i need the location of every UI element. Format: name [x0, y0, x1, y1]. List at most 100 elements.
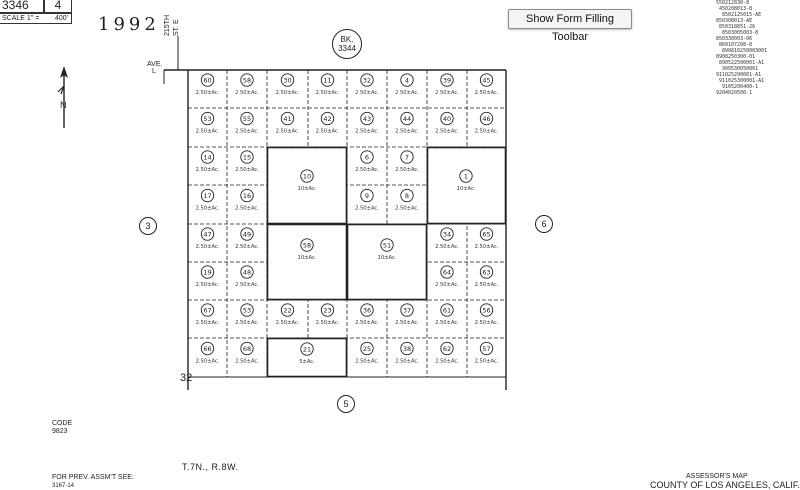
parcel-number: 44	[403, 115, 411, 123]
parcel-number: 41	[283, 115, 291, 123]
parcel-number-circle	[200, 227, 215, 241]
parcel: 192.50±Ac.	[196, 265, 220, 288]
large-parcel-area	[347, 224, 427, 300]
parcel-number-circle	[240, 111, 254, 126]
parcel-acreage: 2.50±Ac.	[355, 167, 379, 173]
parcel-number: 11	[323, 76, 331, 84]
parcel-number: 34	[443, 230, 451, 238]
parcel-number: 65	[482, 230, 490, 238]
adjacent-map-south: 5	[337, 395, 355, 413]
book-label: BK.	[340, 35, 354, 44]
parcel-number: 60	[203, 76, 211, 84]
parcel-number: 58	[243, 76, 251, 84]
parcel-number-circle	[200, 303, 215, 317]
parcel-number: 55	[243, 115, 251, 123]
north-label: N	[60, 100, 67, 110]
map-number: 3346	[2, 0, 29, 12]
parcel: 622.50±Ac.	[435, 341, 459, 365]
change-log-entry: 890522500001-A1	[719, 60, 765, 66]
parcel-number: 40	[443, 115, 451, 123]
change-log-entry: 9204020500-1	[716, 90, 753, 96]
parcel-number: 39	[443, 76, 451, 84]
parcel-acreage: 2.50±Ac.	[435, 244, 459, 250]
parcel-number-circle	[300, 342, 314, 356]
parcel: 432.50±Ac.	[355, 111, 379, 135]
scale-cell: SCALE 1" = 400'	[0, 13, 72, 24]
parcel-number: 30	[283, 76, 291, 84]
parcel-number: 53	[203, 115, 211, 123]
show-form-filling-toolbar-button[interactable]: Show Form Filling Toolbar	[508, 9, 632, 43]
parcel-acreage: 10±Ac.	[298, 186, 317, 192]
parcel-number-circle	[360, 111, 374, 126]
large-parcel-area	[267, 224, 347, 300]
parcel: 252.50±Ac.	[355, 341, 379, 365]
parcel-number-circle	[360, 341, 374, 356]
parcel-number-circle	[400, 341, 414, 356]
parcel-acreage: 2.50±Ac.	[355, 129, 379, 135]
parcel: 382.50±Ac.	[395, 341, 419, 365]
parcel: 562.50±Ac.	[475, 303, 499, 326]
parcel: 632.50±Ac.	[475, 265, 499, 288]
code-value: 9823	[52, 428, 68, 435]
north-arrow-icon	[57, 66, 68, 128]
large-parcel-boundary	[426, 146, 507, 225]
parcel-number-circle	[240, 73, 254, 87]
change-log-entry: 911025300001-A1	[719, 78, 765, 84]
parcel-acreage: 2.50±Ac.	[316, 90, 340, 96]
parcel: 62.50±Ac.	[355, 150, 379, 173]
parcel-acreage: 2.50±Ac.	[196, 206, 220, 212]
parcel: 34 2.50±Ac.	[435, 227, 459, 250]
parcel: 23 2.50±Ac.	[316, 303, 340, 326]
parcel-acreage: 2.50±Ac.	[355, 90, 379, 96]
parcel-number: 17	[203, 192, 211, 200]
parcel-acreage: 2.50±Ac.	[196, 90, 220, 96]
parcel-acreage: 2.50±Ac.	[196, 244, 220, 250]
parcel: 642.50±Ac.	[435, 265, 459, 288]
page-number-cell: 4	[44, 0, 72, 13]
change-log-entry: 900530050001	[722, 66, 759, 72]
prev-assessment-value: 3167-14	[52, 483, 75, 489]
parcel: 162.50±Ac.	[235, 188, 259, 212]
parcel-number: 23	[323, 306, 331, 314]
parcel-acreage: 2.50±Ac.	[435, 282, 459, 288]
parcel-number-circle	[280, 111, 295, 126]
parcel: 302.50±Ac.	[276, 73, 300, 96]
change-log-entry: 450208013-8	[719, 6, 753, 12]
parcel-number-circle	[200, 341, 215, 356]
parcel: 322.50±Ac.	[355, 73, 379, 96]
parcel-acreage: 2.50±Ac.	[395, 90, 419, 96]
parcel: 672.50±Ac.	[196, 303, 220, 326]
parcel-number: 46	[482, 115, 490, 123]
book-reference: BK. 3344	[332, 29, 362, 59]
parcel: 402.50±Ac.	[435, 111, 459, 135]
parcel: 42.50±Ac.	[395, 73, 419, 96]
large-parcel-boundary	[266, 337, 348, 378]
parcel-acreage: 2.50±Ac.	[475, 282, 499, 288]
parcel-number-circle	[440, 341, 454, 356]
parcel: 362.50±Ac.	[355, 303, 379, 326]
parcel-number-circle	[440, 265, 454, 279]
change-log-entry: 9105200400-1	[722, 84, 759, 90]
parcel-number: 51	[383, 241, 391, 249]
parcel-number-circle	[300, 238, 314, 252]
parcel: 462.50±Ac.	[475, 111, 499, 135]
parcel: 110±Ac.	[457, 169, 476, 192]
parcel: 682.50±Ac.	[235, 341, 259, 365]
parcel-number-circle	[240, 150, 254, 164]
parcel-number: 56	[482, 306, 490, 314]
parcel-acreage: 2.50±Ac.	[355, 206, 379, 212]
parcel-number: 14	[203, 153, 211, 161]
parcel: 72.50±Ac.	[395, 150, 419, 173]
parcel-number: 48	[243, 268, 251, 276]
large-parcel-area	[267, 338, 347, 377]
parcel: 17 2.50±Ac.	[196, 188, 220, 212]
ave-letter: L	[152, 68, 156, 75]
parcel-acreage: 2.50±Ac.	[316, 320, 340, 326]
parcel: 472.50±Ac.	[196, 227, 220, 250]
parcel-number-circle	[400, 73, 414, 87]
parcel-number-circle	[440, 111, 454, 126]
parcel: 452.50±Ac.	[475, 73, 499, 96]
parcel-number-circle	[479, 265, 494, 279]
large-parcel-area	[267, 147, 347, 224]
parcel-acreage: 2.50±Ac.	[196, 167, 220, 173]
